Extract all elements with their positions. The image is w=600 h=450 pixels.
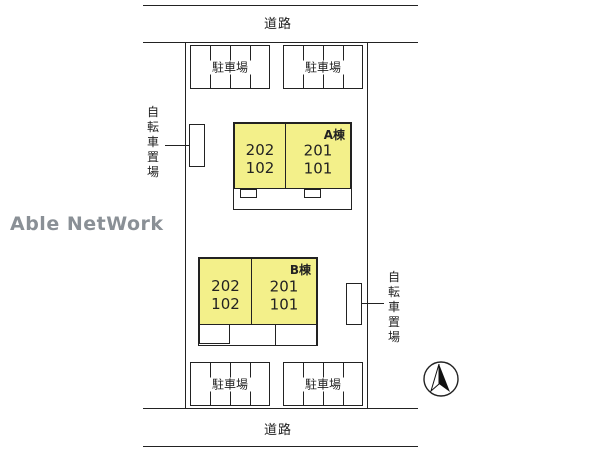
unit-number: 202 [245, 140, 275, 159]
unit-number: 102 [211, 294, 240, 313]
building-a-balcony-right [304, 189, 321, 198]
building-b-name: B棟 [289, 263, 311, 277]
site-boundary-left [185, 42, 186, 409]
top-road-line-upper [143, 5, 418, 6]
unit-number: 201 [269, 277, 299, 296]
building-a-name: A棟 [323, 128, 345, 142]
bottom-road-label: 道路 [263, 423, 292, 438]
building-b: 202 102 B棟 201 101 [198, 257, 318, 346]
top-road-label: 道路 [263, 17, 292, 32]
unit-number: 102 [245, 158, 275, 177]
top-road-line-lower [143, 42, 418, 43]
parking-bottom-right: 駐車場 [283, 362, 363, 406]
building-b-unit-right: B棟 201 101 [251, 258, 317, 325]
parking-top-left: 駐車場 [190, 45, 270, 89]
bicycle-parking-right-label: 自 転 車 置 場 [387, 270, 400, 344]
building-a: 202 102 A棟 201 101 [233, 122, 352, 210]
parking-label: 駐車場 [301, 60, 344, 75]
unit-number: 201 [303, 141, 333, 160]
bicycle-parking-left-label: 自 転 車 置 場 [146, 105, 159, 179]
bicycle-parking-right-leader [362, 303, 384, 304]
building-a-unit-right: A棟 201 101 [285, 123, 351, 189]
watermark: Able NetWork [10, 213, 164, 235]
building-b-balcony-right [275, 325, 317, 346]
bicycle-parking-left-leader [165, 145, 189, 146]
north-arrow-icon [423, 361, 459, 397]
parking-top-right: 駐車場 [283, 45, 363, 89]
building-b-balcony-left [199, 325, 230, 344]
bottom-road-line-upper [143, 408, 418, 409]
building-a-unit-left: 202 102 [234, 123, 286, 189]
bottom-road-line-lower [143, 446, 418, 447]
unit-number: 101 [269, 295, 299, 314]
bicycle-parking-left-rack [189, 124, 205, 167]
parking-label: 駐車場 [208, 60, 251, 75]
parking-label: 駐車場 [208, 377, 251, 392]
unit-number: 202 [211, 276, 240, 295]
bicycle-parking-right-rack [346, 283, 362, 325]
parking-bottom-left: 駐車場 [190, 362, 270, 406]
site-boundary-right [367, 42, 368, 409]
building-a-balcony-left [240, 189, 257, 198]
parking-label: 駐車場 [301, 377, 344, 392]
unit-number: 101 [303, 159, 333, 178]
building-b-unit-left: 202 102 [199, 258, 252, 325]
